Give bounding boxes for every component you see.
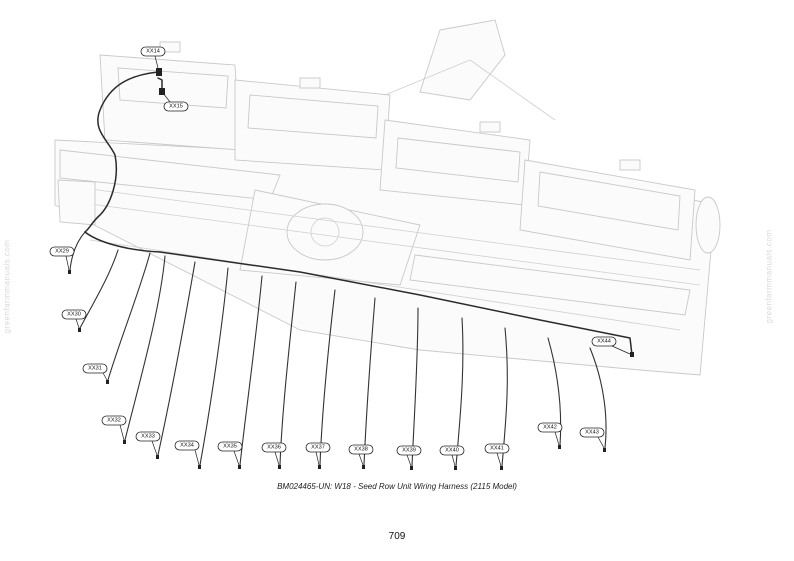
callout-xx32: XX32 [101,415,127,441]
svg-text:XX36: XX36 [267,445,281,451]
callout-xx44: XX44 [591,336,631,355]
svg-text:XX37: XX37 [311,445,325,451]
harness-main-lead [84,71,159,233]
watermark-left: greenfarmmanuals.com [2,239,12,334]
drop-xx43 [589,347,607,449]
callout-xx37: XX37 [305,442,331,466]
svg-text:XX41: XX41 [490,446,504,452]
callout-xx31: XX31 [82,363,108,381]
svg-text:XX31: XX31 [88,366,102,372]
callout-xx30: XX30 [61,309,87,329]
harness-connectors [68,68,634,470]
drop-xx42 [547,337,562,446]
callout-xx14: XX14 [140,46,166,69]
callout-xx41: XX41 [484,443,510,467]
drop-xx32 [124,255,166,441]
svg-text:XX32: XX32 [107,418,121,424]
callout-xx34: XX34 [174,440,200,466]
callout-xx40: XX40 [439,445,465,467]
callout-xx33: XX33 [135,431,161,456]
svg-text:XX30: XX30 [67,312,81,318]
callout-xx42: XX42 [537,422,563,446]
svg-text:XX38: XX38 [354,447,368,453]
callout-xx38: XX38 [348,444,374,466]
svg-text:XX42: XX42 [543,425,557,431]
callouts: XX14 XX15 XX29 XX30 XX31 XX32 XX33 XX34 … [49,46,631,467]
svg-text:XX14: XX14 [146,49,160,55]
drop-xx30 [79,249,119,329]
callout-xx15: XX15 [162,92,189,112]
drop-xx33 [157,261,196,456]
callout-xx39: XX39 [396,445,422,467]
drop-xx29 [69,231,86,271]
callout-xx43: XX43 [579,427,605,449]
page-number: 709 [388,531,406,542]
watermark-right: greenfarmmanuals.com [764,229,774,324]
svg-text:XX40: XX40 [445,448,459,454]
callout-xx36: XX36 [261,442,287,466]
svg-text:XX33: XX33 [141,434,155,440]
drop-xx35 [239,275,263,466]
seeder-frame-ghost [54,19,721,376]
svg-text:XX34: XX34 [180,443,194,449]
svg-text:XX15: XX15 [169,104,183,110]
svg-text:XX43: XX43 [585,430,599,436]
drop-xx31 [107,252,151,381]
svg-text:XX29: XX29 [55,249,69,255]
figure-caption: BM024465-UN: W18 - Seed Row Unit Wiring … [277,482,517,491]
callout-xx29: XX29 [49,246,75,271]
svg-text:XX35: XX35 [223,444,237,450]
callout-xx35: XX35 [217,441,243,466]
svg-text:XX44: XX44 [597,339,611,345]
svg-text:XX39: XX39 [402,448,416,454]
drop-xx34 [199,267,229,466]
harness-trunk [84,231,633,356]
